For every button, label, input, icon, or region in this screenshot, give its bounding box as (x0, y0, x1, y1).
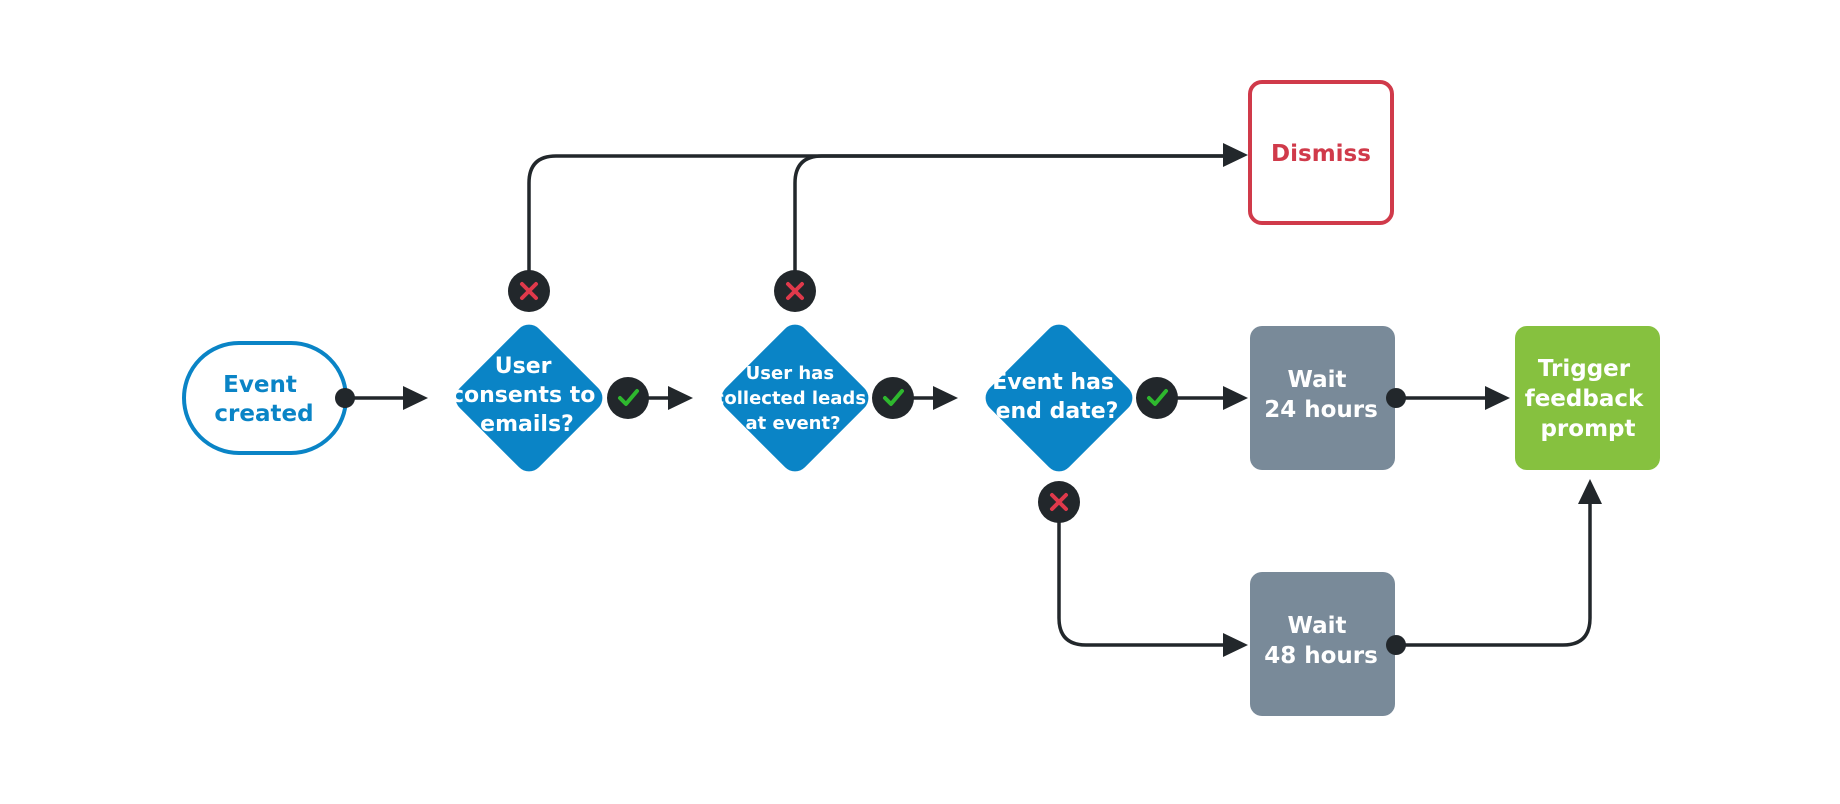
trigger-line-1: Trigger (1538, 356, 1631, 382)
yes-badge-circle (1136, 377, 1178, 419)
arrowhead-end-date (933, 386, 958, 410)
cross-icon (520, 282, 538, 300)
arrowhead-dismiss (1223, 143, 1248, 167)
decision-leads-diamond (721, 324, 869, 472)
edge-wait-48-to-trigger (1396, 496, 1592, 647)
wait-24-node: Wait 24 hours (1250, 326, 1406, 470)
start-node: Event created (182, 341, 355, 455)
check-icon (1147, 389, 1168, 406)
dismiss-node: Dismiss (1248, 80, 1394, 225)
trigger-node: Trigger feedback prompt (1515, 326, 1660, 470)
trigger-line-3: prompt (1540, 416, 1635, 442)
arrowhead-trigger-left (1485, 386, 1510, 410)
trigger-box (1515, 326, 1660, 470)
start-label-line-2: created (214, 401, 313, 427)
start-label: Event created (214, 372, 313, 427)
cross-icon (1050, 493, 1068, 511)
dismiss-label: Dismiss (1271, 141, 1371, 167)
decision-consent-no-badge (508, 270, 550, 312)
yes-badge-circle (607, 377, 649, 419)
decision-consent-diamond (455, 324, 603, 472)
start-terminator (182, 341, 348, 455)
decision-end-date-line-1: Event has (992, 370, 1114, 395)
decision-consent-line-3: emails? (480, 412, 574, 437)
decision-leads-line-2: collected leads (714, 388, 866, 409)
decision-consent-line-2: consents to (451, 383, 595, 408)
decision-end-date-yes-badge (1136, 377, 1178, 419)
wait-24-line-2: 24 hours (1264, 397, 1378, 423)
wait-24-line-1: Wait (1288, 367, 1347, 393)
decision-leads-label: User has collected leads at event? (714, 363, 873, 434)
decision-end-date-no-badge (1038, 481, 1080, 523)
dismiss-label-line-1: Dismiss (1271, 141, 1371, 167)
decision-end-date-diamond (985, 324, 1133, 472)
arrowhead-trigger-bottom (1578, 479, 1602, 504)
decision-consent: User consents to emails? (451, 270, 649, 472)
yes-badge-circle (872, 377, 914, 419)
wait-48-node: Wait 48 hours (1250, 572, 1406, 716)
arrowhead-wait-24 (1223, 386, 1248, 410)
decision-leads-yes-badge (872, 377, 914, 419)
decision-end-date-label: Event has end date? (992, 370, 1121, 424)
decision-consent-line-1: User (495, 354, 552, 379)
start-label-line-1: Event (223, 372, 297, 398)
decision-consent-yes-badge (607, 377, 649, 419)
wait-48-box (1250, 572, 1395, 716)
wait-48-line-2: 48 hours (1264, 643, 1378, 669)
decision-end-date: Event has end date? (985, 324, 1178, 523)
check-icon (883, 389, 904, 406)
wait-24-box (1250, 326, 1395, 470)
cross-icon (786, 282, 804, 300)
decision-leads: User has collected leads at event? (714, 270, 914, 472)
dismiss-box (1248, 80, 1394, 225)
wait-24-label: Wait 24 hours (1264, 367, 1378, 423)
decision-end-date-line-2: end date? (996, 399, 1119, 424)
trigger-label: Trigger feedback prompt (1525, 356, 1652, 442)
edge-leads-no (793, 154, 1232, 293)
arrowhead-wait-48 (1223, 633, 1248, 657)
edge-consent-no (527, 154, 1232, 293)
trigger-line-2: feedback (1525, 386, 1644, 412)
wait-24-out-port (1386, 388, 1406, 408)
arrowhead-leads (668, 386, 693, 410)
wait-48-label: Wait 48 hours (1264, 613, 1378, 669)
edge-end-date-no (1057, 500, 1232, 647)
check-icon (618, 389, 639, 406)
arrowhead-consent (403, 386, 428, 410)
start-out-port (335, 388, 355, 408)
wait-48-line-1: Wait (1288, 613, 1347, 639)
decision-leads-line-1: User has (746, 363, 834, 384)
decision-leads-no-badge (774, 270, 816, 312)
connectors (343, 143, 1602, 657)
wait-48-out-port (1386, 635, 1406, 655)
decision-consent-label: User consents to emails? (451, 354, 603, 437)
decision-leads-line-3: at event? (745, 413, 840, 434)
